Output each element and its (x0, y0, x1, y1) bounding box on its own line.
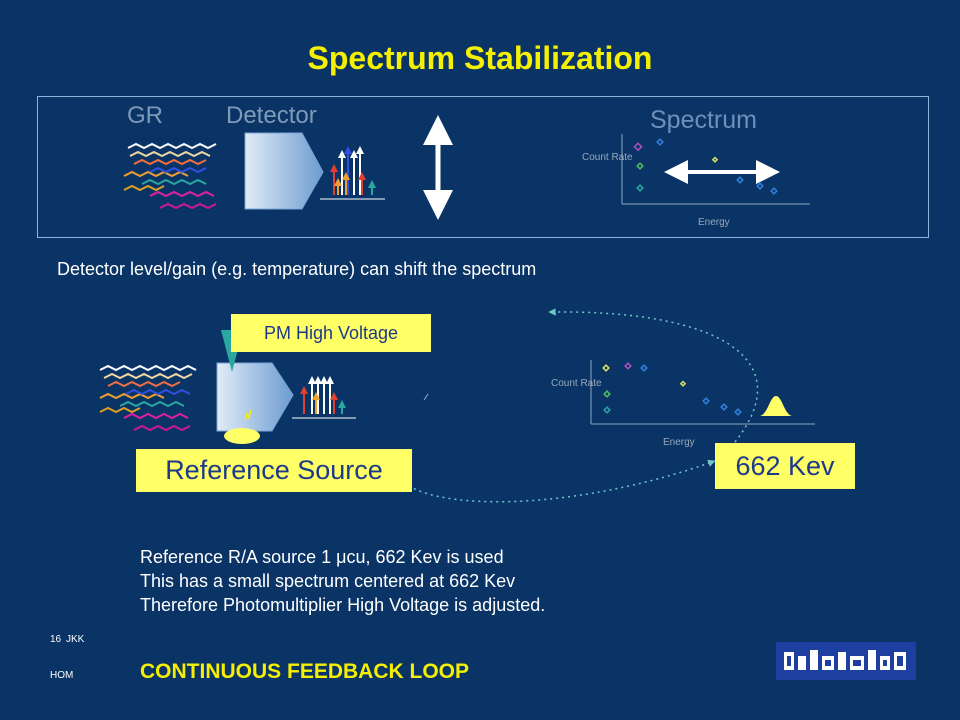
gr-label: GR (127, 102, 163, 129)
spectrum-axes-bottom (590, 360, 815, 425)
hom-label: HOM (50, 670, 74, 681)
note-line-3: Therefore Photomultiplier High Voltage i… (140, 595, 546, 615)
feedback-path-lower (398, 451, 716, 503)
micro-symbol: μ (336, 547, 347, 567)
note-line-2: This has a small spectrum centered at 66… (140, 571, 516, 591)
pulse-arrows-top (320, 146, 385, 200)
note-line-1: Reference R/A source 1 μcu, 662 Kev is u… (140, 545, 545, 569)
shift-caption: Detector level/gain (e.g. temperature) c… (57, 259, 537, 279)
page-number: 16 (50, 634, 62, 645)
note-line-1-pre: Reference R/A source 1 (140, 547, 337, 567)
gamma-rays-top (123, 142, 217, 210)
peak-662 (760, 396, 792, 416)
company-logo (776, 642, 916, 680)
count-rate-label: Count Rate (582, 152, 633, 163)
detector-shape-bottom (216, 362, 294, 432)
kev-label: 662 Kev (715, 443, 855, 489)
energy-label-bottom: Energy (663, 437, 695, 448)
source-ray (244, 409, 252, 421)
spectrum-points-bottom (602, 362, 742, 416)
detector-label: Detector (226, 102, 317, 129)
pm-high-voltage-label: PM High Voltage (231, 314, 431, 352)
slide-title: Spectrum Stabilization (307, 40, 653, 76)
notes: Reference R/A source 1 μcu, 662 Kev is u… (140, 545, 545, 617)
feedback-path-upper (548, 308, 759, 443)
count-rate-label-bottom: Count Rate (551, 378, 602, 389)
gamma-rays-bottom (99, 364, 197, 432)
spectrum-points-top (633, 138, 778, 195)
energy-label: Energy (698, 217, 730, 228)
top-panel (37, 96, 929, 238)
note-line-1-post: cu, 662 Kev is used (346, 547, 504, 567)
tick-mark (423, 393, 429, 401)
spectrum-label: Spectrum (650, 106, 757, 134)
pulse-arrows-bottom (292, 376, 356, 419)
reference-source-pellet (224, 428, 260, 444)
detector-shape-top (244, 132, 324, 210)
feedback-loop-label: CONTINUOUS FEEDBACK LOOP (140, 660, 470, 683)
logo-graphic (784, 650, 906, 670)
reference-source-label: Reference Source (136, 449, 412, 492)
spectrum-axes-top (621, 134, 810, 205)
author-initials: JKK (66, 634, 85, 645)
